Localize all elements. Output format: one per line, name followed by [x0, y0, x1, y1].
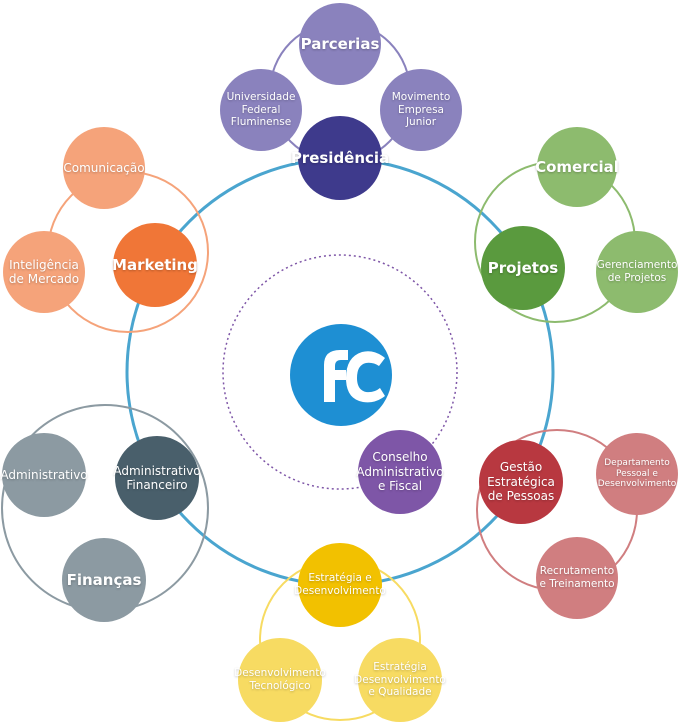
comercial-node [537, 127, 617, 207]
presidencia-node [298, 116, 382, 200]
financas-node [62, 538, 146, 622]
fc-logo-icon [290, 324, 392, 426]
gerenciamento-node [596, 231, 678, 313]
desenv-tecnologico-node [238, 638, 322, 722]
parcerias-node [299, 3, 381, 85]
estrategia-node [298, 543, 382, 627]
conselho-node [358, 430, 442, 514]
movimento-node [380, 69, 462, 151]
departamento-node [596, 433, 678, 515]
administrativo-node [2, 433, 86, 517]
inner-dotted-ring [222, 254, 458, 490]
universidade-node [220, 69, 302, 151]
estrategia-qualidade-node [358, 638, 442, 722]
comunicacao-node [63, 127, 145, 209]
gestao-node [479, 440, 563, 524]
recrutamento-node [536, 537, 618, 619]
inteligencia-node [3, 231, 85, 313]
marketing-node [113, 223, 197, 307]
adm-financeiro-node [115, 436, 199, 520]
projetos-node [481, 226, 565, 310]
